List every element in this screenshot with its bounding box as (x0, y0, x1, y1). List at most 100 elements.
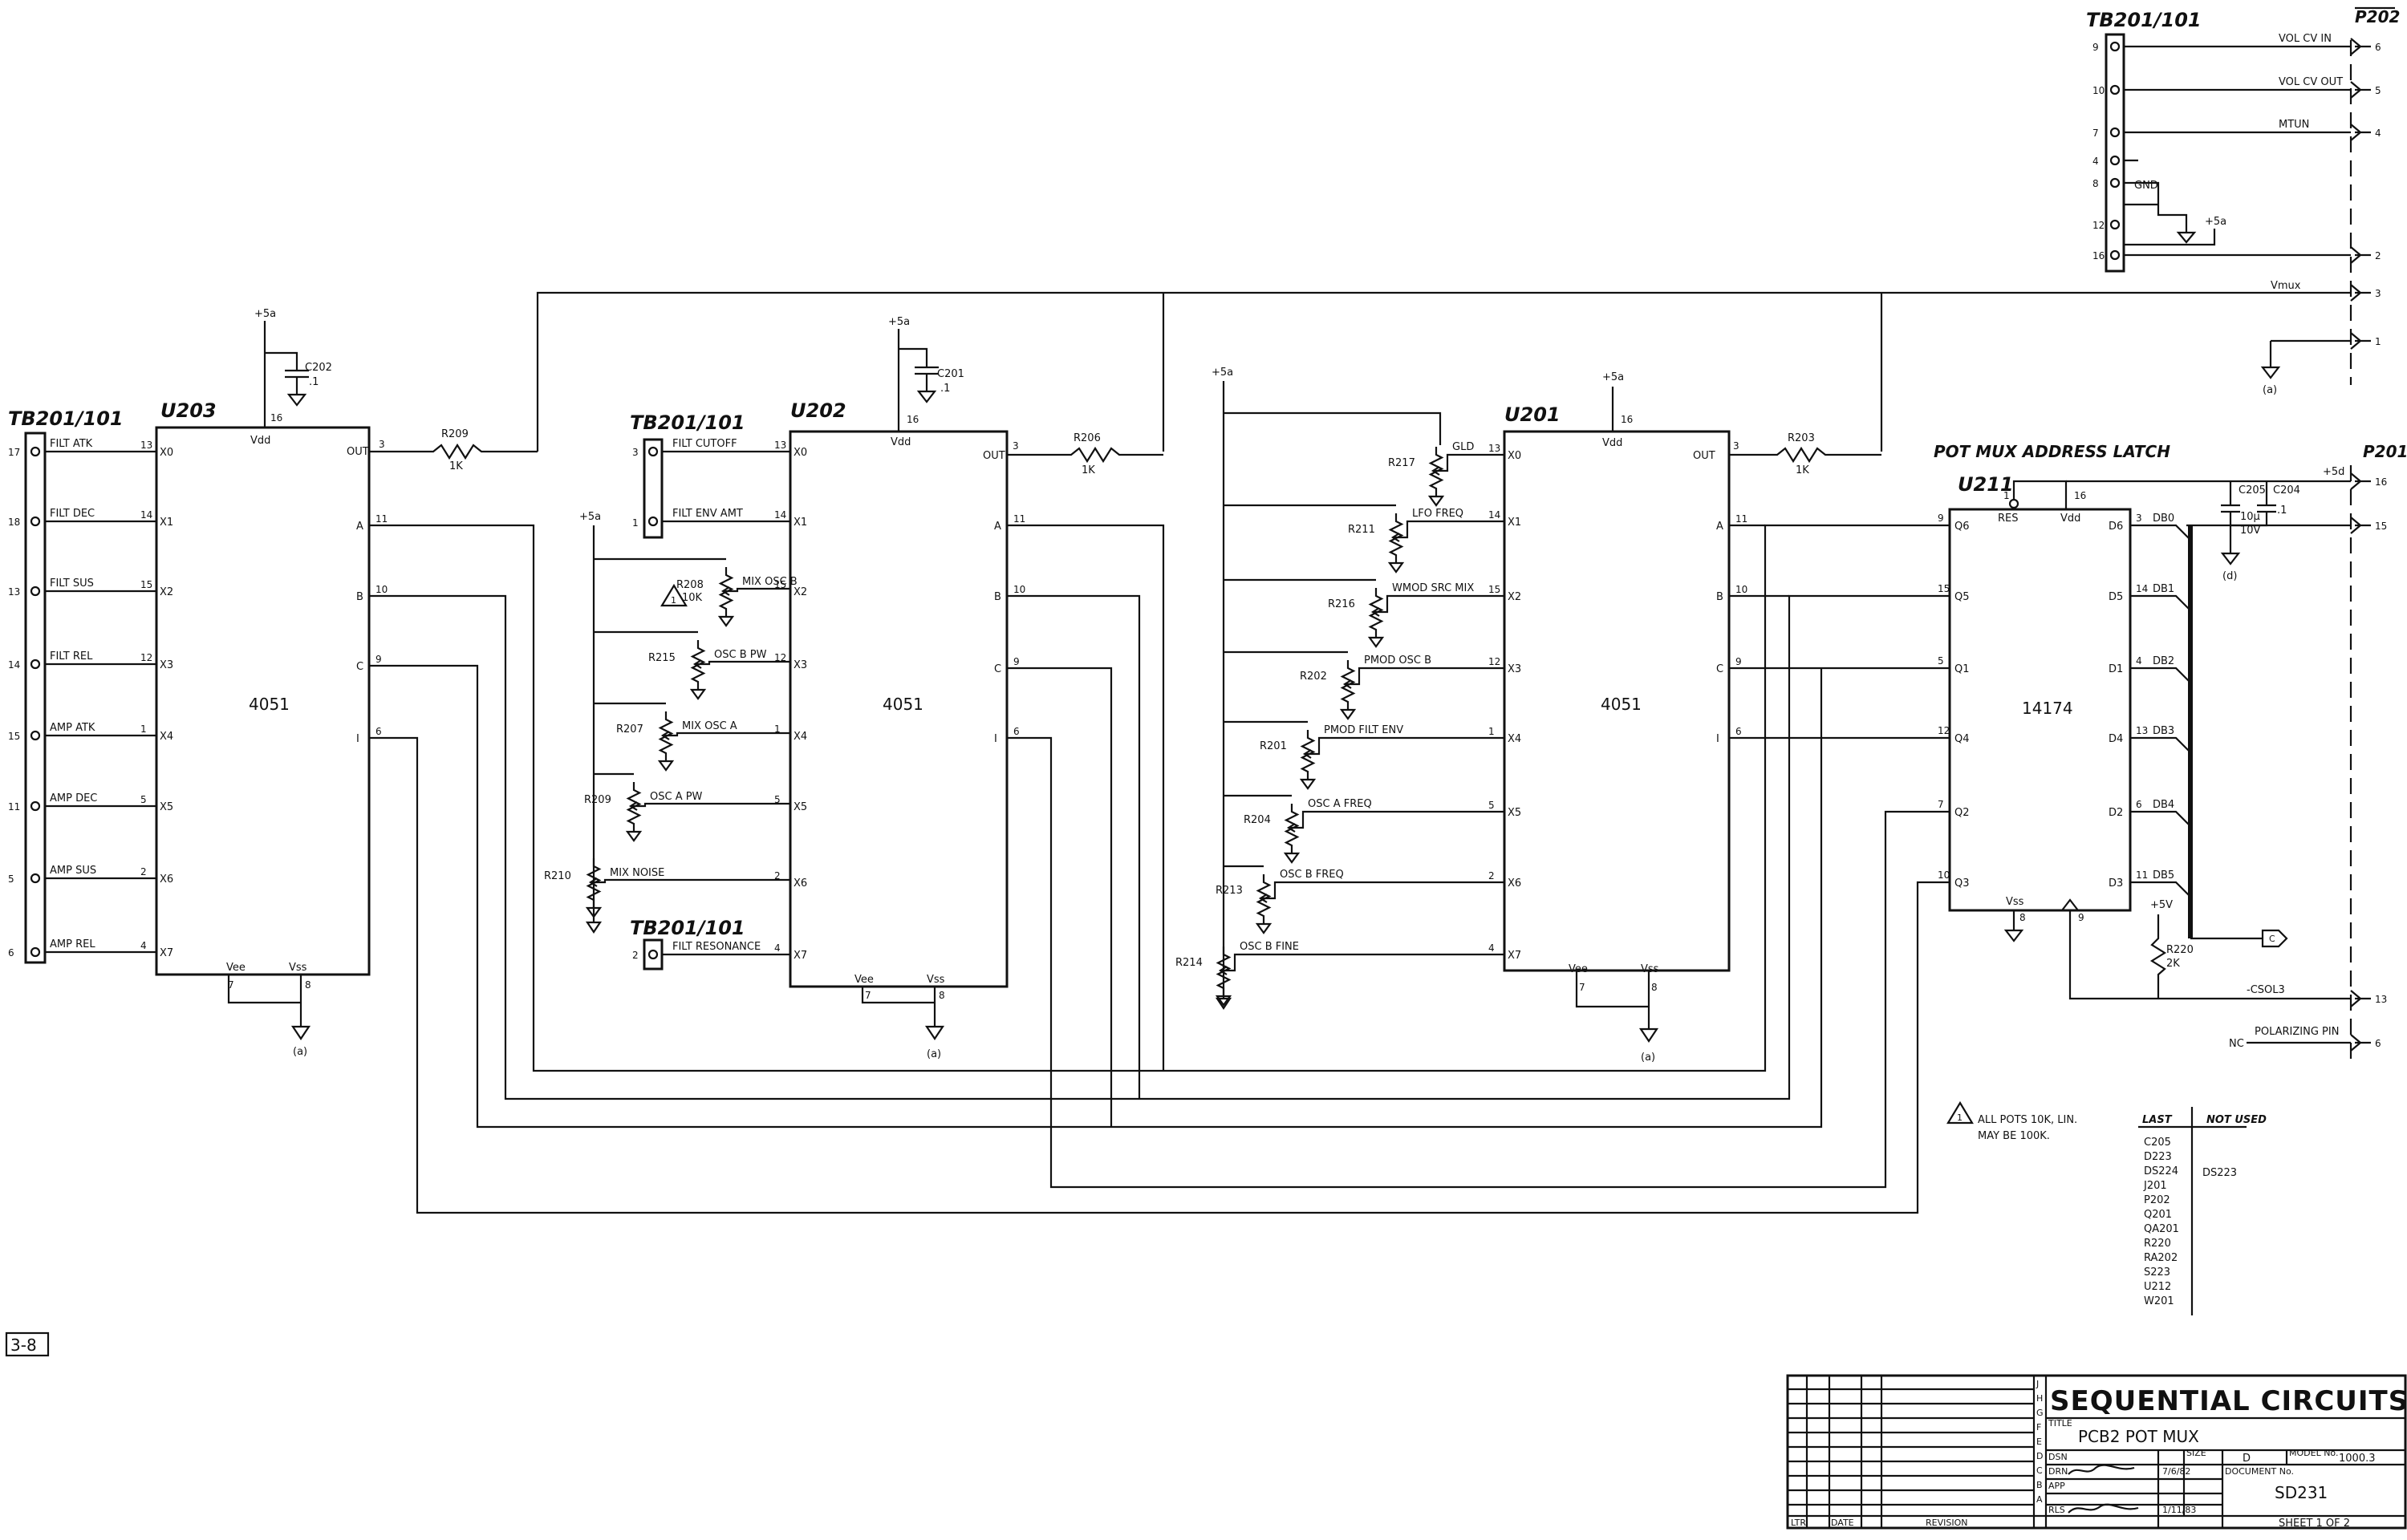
pot-ref: R208 (676, 579, 704, 591)
svg-text:1: 1 (671, 595, 676, 606)
u202-ctrl-pin: 10 (1013, 584, 1025, 595)
svg-text:D: D (2243, 1453, 2251, 1465)
rev-letter: H (2036, 1393, 2043, 1404)
u201-input-name: X3 (1508, 663, 1521, 675)
parts-list-item: RA202 (2144, 1252, 2178, 1264)
p201-pin: 6 (2375, 1038, 2381, 1049)
svg-text:OUT: OUT (983, 450, 1005, 462)
tb-left-signal: FILT ATK (50, 438, 93, 450)
p201-pin: 13 (2375, 994, 2387, 1005)
svg-text:2: 2 (632, 950, 639, 961)
svg-text:LAST: LAST (2142, 1114, 2173, 1126)
svg-text:OUT: OUT (1693, 450, 1715, 462)
u202-input-name: X6 (794, 877, 807, 890)
u203-input-pin: 15 (140, 579, 152, 590)
svg-text:-CSOL3: -CSOL3 (2247, 984, 2285, 996)
p202-pin: 2 (2375, 250, 2381, 261)
u202-ctrl-name: C (994, 663, 1001, 675)
svg-text:1000.3: 1000.3 (2339, 1453, 2376, 1465)
u211-db-label: DB2 (2153, 655, 2174, 667)
u203-ref: U203 (160, 399, 217, 422)
u203-ctrl-name: A (356, 521, 363, 533)
u203-ctrl-name: I (356, 733, 359, 745)
pot-name: MIX OSC B (742, 576, 798, 588)
svg-text:16: 16 (1621, 414, 1633, 425)
u203-input-pin: 14 (140, 509, 152, 521)
u203-input-name: X5 (160, 801, 173, 813)
u211-d-name: D1 (2109, 663, 2123, 675)
tb-left-signal: FILT DEC (50, 508, 95, 520)
tb-left-label: TB201/101 (8, 407, 124, 430)
tb-left-pin: 17 (8, 447, 20, 458)
svg-text:7/6/82: 7/6/82 (2162, 1466, 2190, 1477)
svg-text:2K: 2K (2166, 958, 2180, 970)
svg-text:8: 8 (2019, 912, 2026, 923)
svg-text:.1: .1 (309, 376, 319, 388)
parts-list-item: D223 (2144, 1151, 2172, 1163)
svg-text:16: 16 (2074, 490, 2086, 501)
svg-text:Vee: Vee (854, 974, 874, 986)
signature-drn (2068, 1464, 2135, 1475)
pot-ref: R210 (544, 870, 571, 882)
rev-letter: C (2036, 1465, 2043, 1476)
svg-text:16: 16 (907, 414, 919, 425)
svg-text:+5a: +5a (1602, 371, 1624, 383)
svg-text:1K: 1K (1082, 464, 1095, 476)
u202-ctrl-pin: 11 (1013, 513, 1025, 525)
u201-input-name: X7 (1508, 950, 1521, 962)
pot-name: OSC A PW (650, 791, 703, 803)
terminal-block-mid-top: TB201/101 3 1 FILT CUTOFF FILT ENV AMT (630, 411, 790, 539)
pot-name: PMOD FILT ENV (1324, 724, 1403, 736)
svg-text:SIZE: SIZE (2186, 1448, 2206, 1458)
pot-name: OSC A FREQ (1308, 798, 1372, 810)
svg-text:1/11/83: 1/11/83 (2162, 1505, 2196, 1515)
svg-text:POLARIZING PIN: POLARIZING PIN (2255, 1026, 2339, 1038)
pot-ref: R216 (1328, 598, 1355, 610)
svg-text:3: 3 (1733, 440, 1739, 452)
mux-chip-u203: U203 4051 Vdd 16 +5a C202 .1 OUT 3 R209 … (140, 308, 538, 1058)
svg-text:MODEL No.: MODEL No. (2289, 1448, 2338, 1458)
rev-letter: A (2036, 1494, 2043, 1505)
u211-d-name: D2 (2109, 807, 2123, 819)
u211-d-name: D3 (2109, 877, 2123, 890)
pot-ref: R213 (1216, 885, 1243, 897)
tb-right-pin: 16 (2092, 250, 2105, 261)
u202-input-pin: 2 (774, 870, 781, 881)
u202-ctrl-pin: 9 (1013, 656, 1020, 667)
u202-input-name: X0 (794, 447, 807, 459)
rev-letter: E (2036, 1437, 2042, 1447)
svg-text:1K: 1K (1796, 464, 1809, 476)
u201-input-pin: 15 (1488, 584, 1500, 595)
rev-letter: J (2036, 1379, 2039, 1389)
svg-text:Vss: Vss (927, 974, 945, 986)
svg-text:.1: .1 (940, 383, 950, 395)
svg-text:1K: 1K (449, 460, 463, 472)
svg-text:+5a: +5a (579, 511, 601, 523)
u201-input-name: X4 (1508, 733, 1521, 745)
svg-text:1: 1 (2003, 490, 2010, 501)
svg-text:3: 3 (1013, 440, 1019, 452)
u211-d-name: D6 (2109, 521, 2123, 533)
pot-ref: R204 (1244, 814, 1271, 826)
svg-text:+5d: +5d (2323, 466, 2344, 478)
tb-left-signal: FILT REL (50, 650, 93, 663)
svg-text:Vmux: Vmux (2271, 280, 2301, 292)
u211-d-pin: 11 (2136, 869, 2148, 881)
tb-right-pin: 8 (2092, 178, 2099, 189)
svg-text:DRN: DRN (2048, 1466, 2068, 1477)
pot-ref: R207 (616, 723, 643, 736)
tb-left-pin: 11 (8, 801, 20, 813)
u201-input-name: X0 (1508, 450, 1521, 462)
svg-text:TITLE: TITLE (2048, 1418, 2072, 1429)
pot-ref: R217 (1388, 457, 1415, 469)
svg-text:U202: U202 (790, 399, 846, 422)
svg-text:14174: 14174 (2022, 699, 2073, 718)
u202-input-pin: 15 (774, 579, 786, 590)
pot-ref: R215 (648, 652, 676, 664)
svg-text:1: 1 (1957, 1112, 1963, 1123)
u211-db-label: DB3 (2153, 725, 2174, 737)
u201-ctrl-pin: 10 (1735, 584, 1747, 595)
u201-ctrl-name: B (1716, 591, 1723, 603)
